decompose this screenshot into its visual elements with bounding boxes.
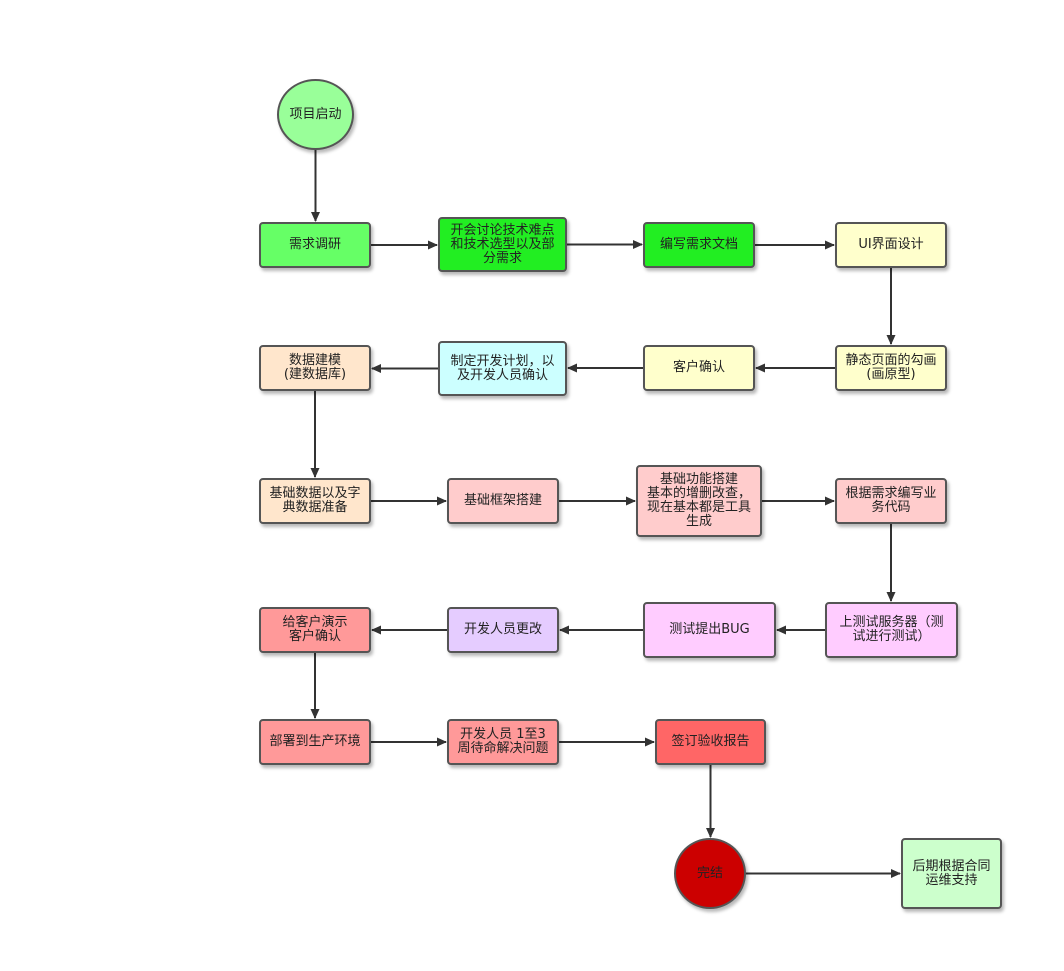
customer-confirm-node-label: 客户确认: [672, 360, 725, 375]
customer-confirm-node: 客户确认: [643, 345, 755, 391]
end-node: 完结: [674, 838, 746, 909]
start-node: 项目启动: [277, 79, 354, 150]
developer-fix-node: 开发人员更改: [447, 607, 559, 653]
business-code-node-label: 根据需求编写业 务代码: [845, 486, 937, 515]
static-page-node: 静态页面的勾画 (画原型): [835, 345, 947, 391]
requirements-doc-node-label: 编写需求文档: [659, 237, 738, 252]
framework-node: 基础框架搭建: [447, 478, 559, 524]
business-code-node: 根据需求编写业 务代码: [835, 478, 947, 524]
developer-fix-node-label: 开发人员更改: [463, 622, 542, 637]
framework-node-label: 基础框架搭建: [463, 493, 542, 508]
acceptance-report-node-label: 签订验收报告: [671, 734, 750, 749]
basic-functions-node-label: 基础功能搭建 基本的增删改查， 现在基本都是工具 生成: [646, 472, 751, 529]
test-server-node-label: 上测试服务器（测 试进行测试）: [839, 615, 944, 644]
test-server-node: 上测试服务器（测 试进行测试）: [825, 602, 958, 658]
bug-report-node: 测试提出BUG: [643, 602, 776, 658]
meeting-node: 开会讨论技术难点 和技术选型以及部 分需求: [438, 217, 567, 272]
meeting-node-label: 开会讨论技术难点 和技术选型以及部 分需求: [450, 222, 555, 266]
requirements-doc-node: 编写需求文档: [643, 222, 755, 268]
customer-demo-node: 给客户演示 客户确认: [259, 607, 371, 653]
data-model-node-label: 数据建模 (建数据库): [283, 353, 347, 382]
ui-design-node-label: UI界面设计: [858, 237, 924, 252]
standby-support-node: 开发人员 1至3 周待命解决问题: [447, 719, 559, 765]
ui-design-node: UI界面设计: [835, 222, 947, 268]
deploy-production-node: 部署到生产环境: [259, 719, 371, 765]
customer-demo-node-label: 给客户演示 客户确认: [282, 615, 348, 644]
dev-plan-node: 制定开发计划，以 及开发人员确认: [438, 341, 567, 396]
research-node: 需求调研: [259, 222, 371, 268]
static-page-node-label: 静态页面的勾画 (画原型): [845, 353, 937, 382]
acceptance-report-node: 签订验收报告: [655, 719, 766, 765]
data-model-node: 数据建模 (建数据库): [259, 345, 371, 391]
start-node-label: 项目启动: [289, 106, 342, 122]
standby-support-node-label: 开发人员 1至3 周待命解决问题: [457, 727, 549, 756]
base-data-node-label: 基础数据以及字 典数据准备: [269, 486, 361, 515]
deploy-production-node-label: 部署到生产环境: [269, 734, 361, 749]
maintenance-support-node: 后期根据合同 运维支持: [901, 838, 1002, 909]
base-data-node: 基础数据以及字 典数据准备: [259, 478, 371, 524]
basic-functions-node: 基础功能搭建 基本的增删改查， 现在基本都是工具 生成: [636, 465, 762, 537]
end-node-label: 完结: [696, 865, 723, 881]
dev-plan-node-label: 制定开发计划，以 及开发人员确认: [450, 353, 555, 383]
bug-report-node-label: 测试提出BUG: [669, 622, 750, 637]
maintenance-support-node-label: 后期根据合同 运维支持: [912, 858, 991, 888]
research-node-label: 需求调研: [288, 237, 341, 252]
